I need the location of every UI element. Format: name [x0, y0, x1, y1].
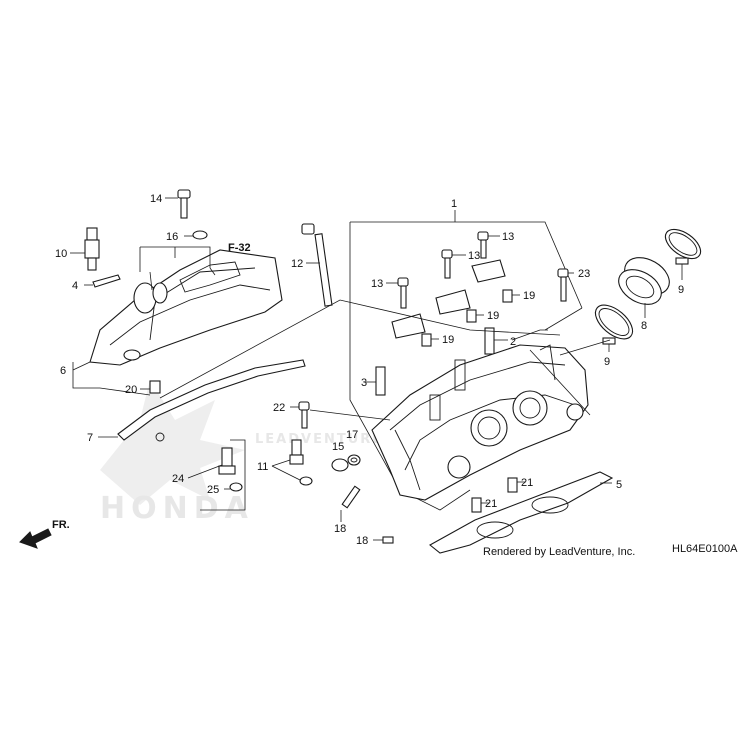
- label-19-middle: 19: [487, 310, 499, 322]
- part-1-bracket: [349, 210, 583, 491]
- label-21-left: 21: [485, 498, 497, 510]
- bolt-22-leader: [309, 409, 391, 421]
- cover-mounting-line: [159, 299, 561, 399]
- label-15: 15: [332, 441, 344, 453]
- label-14: 14: [150, 193, 162, 205]
- label-16: 16: [166, 231, 178, 243]
- seal-part: [84, 274, 121, 288]
- reference-label-f32: F-32: [228, 242, 251, 254]
- sensor-bracket: [200, 439, 246, 511]
- cylinder-head-cover-part: [72, 249, 283, 371]
- label-4: 4: [72, 280, 78, 292]
- label-11: 11: [257, 461, 268, 473]
- arrow-icon: [19, 528, 52, 549]
- label-5: 5: [616, 479, 622, 491]
- bolt-13-parts: [386, 231, 500, 309]
- cap-15-part: [331, 458, 349, 472]
- washer-16-part: [184, 230, 208, 240]
- label-6: 6: [60, 365, 66, 377]
- label-3: 3: [361, 377, 367, 389]
- spark-plug-part: [70, 227, 100, 271]
- label-20: 20: [125, 384, 137, 396]
- diagram-code: HL64E0100A: [672, 543, 738, 555]
- intake-leader: [529, 339, 611, 416]
- watermark-text: HONDA: [100, 491, 254, 526]
- front-direction-arrow: FR.: [19, 519, 70, 549]
- honda-watermark: HONDA LEADVENTURE: [100, 380, 383, 526]
- label-2: 2: [510, 336, 516, 348]
- footer-credit: Rendered by LeadVenture, Inc.: [483, 546, 635, 558]
- rocker-holder-parts: [391, 259, 506, 339]
- stud-bolt-12-part: [301, 223, 333, 307]
- label-17: 17: [346, 429, 358, 441]
- label-9-bottom: 9: [604, 356, 610, 368]
- label-18-upper: 18: [334, 523, 346, 535]
- label-23: 23: [578, 268, 590, 280]
- label-13-top: 13: [502, 231, 514, 243]
- label-9-top: 9: [678, 284, 684, 296]
- bolt-22-part: [290, 401, 310, 429]
- label-24: 24: [172, 473, 184, 485]
- label-8: 8: [641, 320, 647, 332]
- pin-2-part: [484, 327, 508, 355]
- oring-17-part: [347, 454, 361, 466]
- cover-subassembly-bracket: [139, 246, 216, 291]
- label-13-left: 13: [371, 278, 383, 290]
- bolt-14-part: [165, 189, 191, 219]
- sensor-24-part: [187, 447, 236, 479]
- head-cover-gasket-part: [98, 359, 306, 442]
- label-12: 12: [291, 258, 303, 270]
- direction-label: FR.: [52, 519, 70, 531]
- label-19-top: 19: [523, 290, 535, 302]
- label-10: 10: [55, 248, 67, 260]
- label-7: 7: [87, 432, 93, 444]
- pin-2-leader: [511, 329, 548, 341]
- label-22: 22: [273, 402, 285, 414]
- cylinder-head-part: [371, 344, 589, 501]
- label-25: 25: [207, 484, 219, 496]
- label-1: 1: [451, 198, 457, 210]
- cylinder-head-gasket-part: [429, 471, 614, 554]
- watermark-small-text: LEADVENTURE: [255, 432, 383, 447]
- dowel-21-parts: [471, 477, 525, 513]
- guide-3-part: [366, 366, 386, 396]
- label-21-right: 21: [521, 477, 533, 489]
- part-6-20-bracket: [72, 362, 151, 396]
- clamp-9-parts: [594, 228, 702, 352]
- stud-18-parts: [340, 485, 394, 544]
- label-13-middle: 13: [468, 250, 480, 262]
- label-18-lower: 18: [356, 535, 368, 547]
- bolt-23-part: [557, 268, 574, 302]
- washer-25-part: [224, 482, 243, 492]
- sensor-11-part: [271, 439, 313, 486]
- dowel-19-parts: [421, 289, 520, 347]
- dowel-20-part: [140, 380, 161, 394]
- label-19-bottom: 19: [442, 334, 454, 346]
- insulator-8-part: [618, 257, 670, 318]
